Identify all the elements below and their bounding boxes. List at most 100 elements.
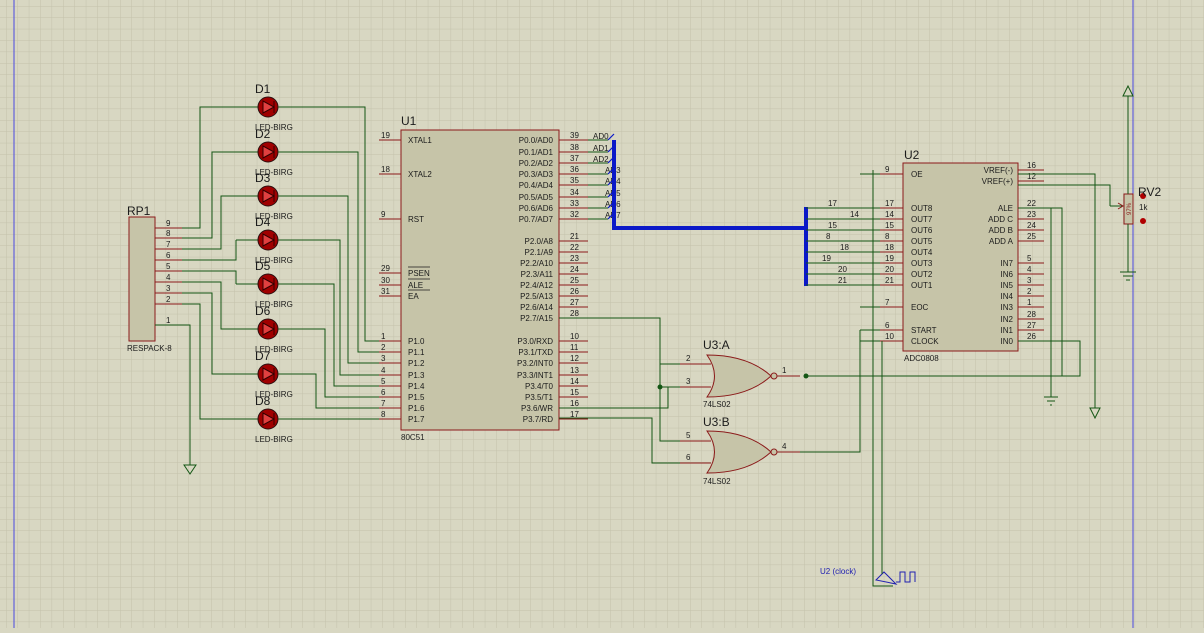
u2-pin-name: ADD B <box>989 226 1013 235</box>
u3b-part: 74LS02 <box>703 477 731 486</box>
bus-net-number: 19 <box>822 254 831 263</box>
u1-pin-name: P3.3/INT1 <box>517 371 554 380</box>
rv2-ref: RV2 <box>1138 185 1161 199</box>
u1-pin-num: 3 <box>381 354 386 363</box>
u2-pin-num: 27 <box>1027 321 1036 330</box>
u2-pin-name: IN6 <box>1001 270 1014 279</box>
u1-pin-num: 14 <box>570 377 579 386</box>
u1-pin-name: P2.5/A13 <box>520 292 553 301</box>
rp1-pin-num: 5 <box>166 262 171 271</box>
u1-pin-num: 16 <box>570 399 579 408</box>
u3b-out-num: 4 <box>782 442 787 451</box>
bus-net-number: 8 <box>826 232 831 241</box>
u3b-nor-gate[interactable]: U3:B 74LS02 5 6 4 <box>680 415 800 486</box>
rp1-ref: RP1 <box>127 204 151 218</box>
rp1-pin-num: 4 <box>166 273 171 282</box>
u2-pin-num: 1 <box>1027 298 1032 307</box>
u2-pin-num: 28 <box>1027 310 1036 319</box>
u2-pin-num: 19 <box>885 254 894 263</box>
u3a-in1-num: 2 <box>686 354 691 363</box>
u1-pin-name: P1.3 <box>408 371 425 380</box>
u3b-in2-num: 6 <box>686 453 691 462</box>
u2-pin-name: START <box>911 326 937 335</box>
led-part: LED-BIRG <box>255 345 293 354</box>
u1-pin-name: P1.2 <box>408 359 425 368</box>
u1-pin-name: P0.5/AD5 <box>519 193 554 202</box>
u2-pin-num: 26 <box>1027 332 1036 341</box>
u1-pin-name: P3.6/WR <box>521 404 553 413</box>
u1-pin-num: 19 <box>381 131 390 140</box>
bus-net-number: 14 <box>850 210 859 219</box>
u2-pin-num: 3 <box>1027 276 1032 285</box>
u1-pin-num: 18 <box>381 165 390 174</box>
clock-generator[interactable]: U2 (clock) <box>820 567 916 585</box>
u3b-in1-num: 5 <box>686 431 691 440</box>
led-ref: D1 <box>255 82 271 96</box>
u3b-bubble <box>770 448 778 456</box>
u1-pin-num: 8 <box>381 410 386 419</box>
square-wave-icon <box>896 571 916 583</box>
u2-part: ADC0808 <box>904 354 939 363</box>
led-part: LED-BIRG <box>255 256 293 265</box>
u1-pin-name: P1.7 <box>408 415 425 424</box>
u2-pin-num: 15 <box>885 221 894 230</box>
u1-pin-num: 9 <box>381 210 386 219</box>
u1-pin-name: P3.0/RXD <box>517 337 553 346</box>
u1-pin-num: 13 <box>570 366 579 375</box>
u2-pin-name: OE <box>911 170 923 179</box>
rv2-potentiometer[interactable]: 97% RV2 1k <box>1110 185 1161 225</box>
u1-pin-name: P3.2/INT0 <box>517 359 554 368</box>
u1-pin-name: P2.4/A12 <box>520 281 553 290</box>
u1-pin-name: P3.1/TXD <box>518 348 553 357</box>
u1-ref: U1 <box>401 114 417 128</box>
rp1-pin-num: 2 <box>166 295 171 304</box>
rv2-terminal-top <box>1140 193 1146 199</box>
u2-pin-name: ALE <box>998 204 1013 213</box>
u1-pin-name: P0.1/AD1 <box>519 148 554 157</box>
u2-adc[interactable]: U2 ADC0808 9OE17OUT814OUT715OUT68OUT518O… <box>806 148 1044 363</box>
power-symbols <box>183 84 1136 475</box>
u3a-in2-num: 3 <box>686 377 691 386</box>
u2-pin-num: 17 <box>885 199 894 208</box>
led-ref: D7 <box>255 349 271 363</box>
bus-label: AD1 <box>593 144 609 153</box>
u2-pin-num: 6 <box>885 321 890 330</box>
u1-pin-num: 11 <box>570 343 579 352</box>
bus-label: AD0 <box>593 132 609 141</box>
bus-net-number: 18 <box>840 243 849 252</box>
u2-pin-num: 8 <box>885 232 890 241</box>
u2-pin-name: OUT7 <box>911 215 933 224</box>
u2-pin-name: ADD A <box>989 237 1014 246</box>
u2-pin-num: 10 <box>885 332 894 341</box>
u1-part: 80C51 <box>401 433 425 442</box>
u1-pin-name: P0.2/AD2 <box>519 159 554 168</box>
rp1-pin-num: 1 <box>166 316 171 325</box>
led-part: LED-BIRG <box>255 168 293 177</box>
u1-microcontroller[interactable]: U1 80C51 19XTAL118XTAL29RST29PSEN30ALE31… <box>379 114 621 442</box>
led-ref: D2 <box>255 127 271 141</box>
led-ref: D6 <box>255 304 271 318</box>
u3a-nor-gate[interactable]: U3:A 74LS02 2 3 1 <box>680 338 800 409</box>
u2-pin-name: OUT1 <box>911 281 933 290</box>
u2-pin-name: ADD C <box>988 215 1013 224</box>
bus-entries <box>588 133 615 220</box>
misc-wires <box>155 170 1111 587</box>
bus-net-number: 17 <box>828 199 837 208</box>
bus-label: AD2 <box>593 155 609 164</box>
led-wires <box>182 106 379 420</box>
u2-pin-num: 18 <box>885 243 894 252</box>
u2-pin-num: 2 <box>1027 287 1032 296</box>
u2-pin-name: OUT4 <box>911 248 933 257</box>
u2-pin-name: IN3 <box>1001 303 1014 312</box>
